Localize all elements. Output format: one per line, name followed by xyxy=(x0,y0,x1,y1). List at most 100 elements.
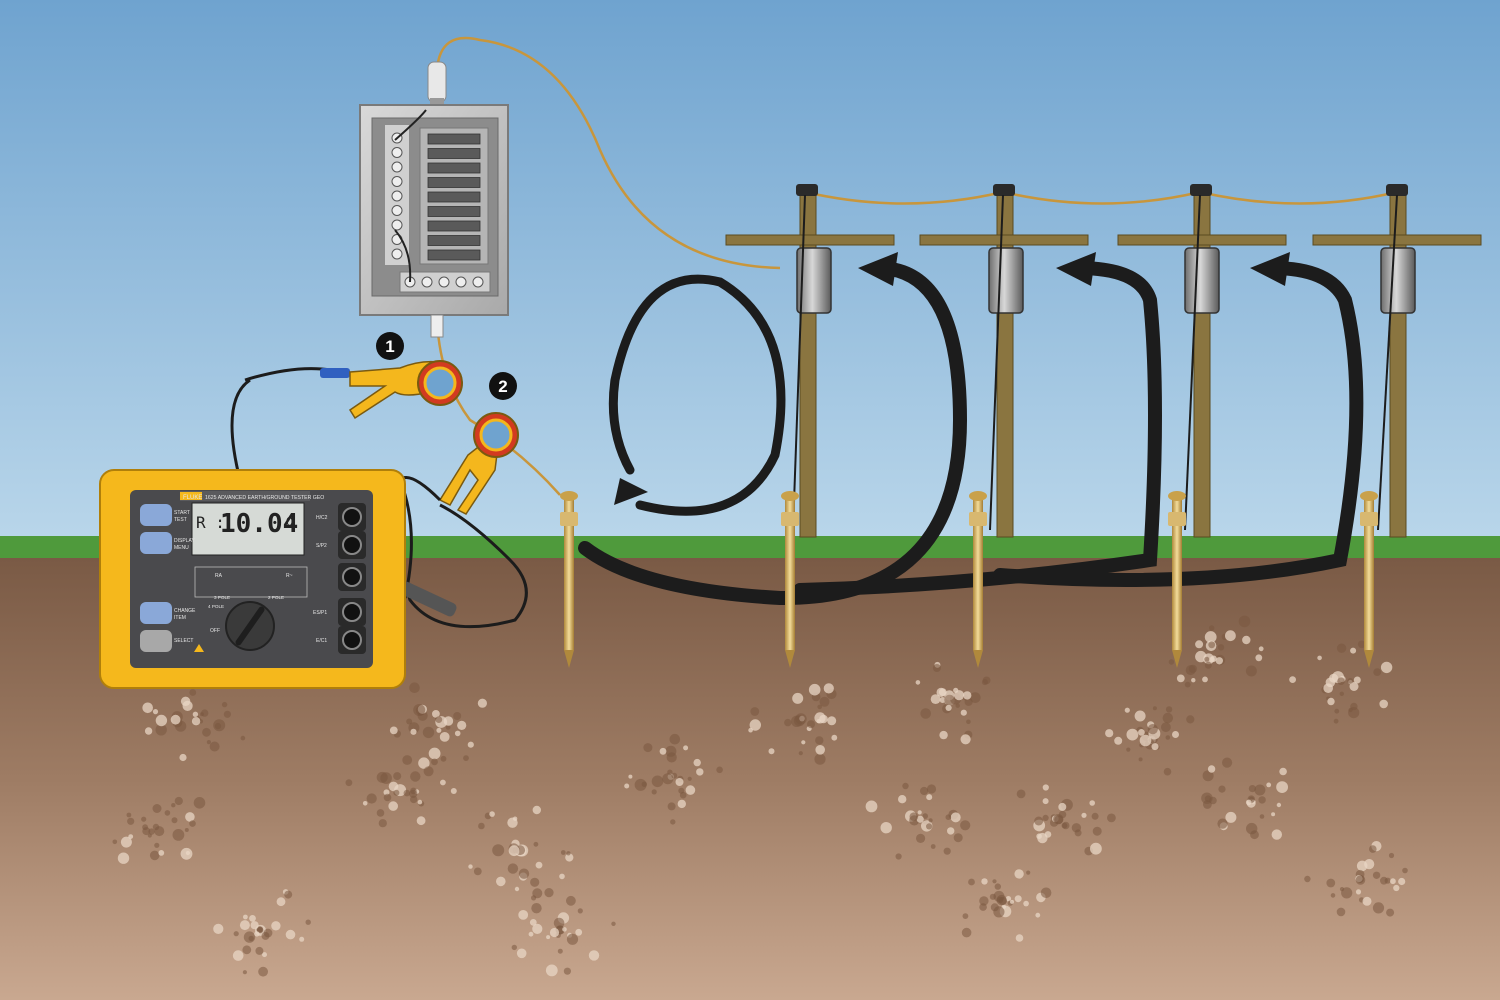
soil-speckle xyxy=(189,689,197,696)
terminal-screw xyxy=(391,190,403,202)
soil-speckle xyxy=(716,766,723,774)
jack-s-p2[interactable] xyxy=(342,535,362,555)
arrow-head-pole-2 xyxy=(1056,252,1096,286)
jack-es-p1[interactable] xyxy=(342,602,362,622)
soil-speckle xyxy=(223,710,231,718)
soil-speckle xyxy=(1186,715,1195,724)
soil-speckle xyxy=(489,811,495,817)
soil-speckle xyxy=(206,740,211,745)
soil-speckle xyxy=(409,789,418,799)
select-button[interactable] xyxy=(140,630,172,652)
soil-speckle xyxy=(112,839,118,845)
soil-speckle xyxy=(1373,668,1382,676)
mode-off: OFF xyxy=(210,628,220,634)
terminal-screw xyxy=(391,219,403,231)
soil-speckle xyxy=(801,740,806,745)
soil-speckle xyxy=(1356,860,1368,872)
soil-speckle xyxy=(1034,816,1044,826)
soil-speckle xyxy=(531,903,542,914)
soil-speckle xyxy=(477,698,487,708)
soil-speckle xyxy=(1369,845,1377,853)
soil-speckle xyxy=(436,727,442,733)
soil-speckle xyxy=(750,707,760,716)
soil-speckle xyxy=(1242,635,1251,645)
soil-speckle xyxy=(559,873,565,880)
input-jacks: H/C2 S/P2 ES/P1 E/C1 xyxy=(313,503,366,654)
soil-speckle xyxy=(588,950,600,961)
soil-speckle xyxy=(1353,676,1361,684)
callout-1: 1 xyxy=(376,332,404,360)
soil-speckle xyxy=(1255,654,1263,662)
soil-speckle xyxy=(962,913,969,919)
soil-speckle xyxy=(920,786,929,796)
jack-clamp[interactable] xyxy=(342,567,362,587)
circuit-breaker xyxy=(427,191,481,203)
soil-speckle xyxy=(943,847,951,855)
panel-terminal-screws xyxy=(391,132,403,260)
jack-es-p1-label: ES/P1 xyxy=(313,610,327,616)
soil-speckle xyxy=(557,948,563,954)
start-test-button[interactable] xyxy=(140,504,172,526)
soil-speckles xyxy=(112,615,1408,977)
mode-ra: RA xyxy=(215,573,223,579)
meter-brand: FLUKE xyxy=(183,495,202,501)
soil-speckle xyxy=(1139,734,1152,747)
soil-speckle xyxy=(1380,661,1393,674)
soil-speckle xyxy=(516,948,527,959)
soil-speckle xyxy=(1042,814,1049,822)
soil-speckle xyxy=(262,952,267,958)
soil-speckle xyxy=(1053,814,1064,825)
circuit-breaker xyxy=(427,133,481,145)
soil-speckle xyxy=(670,819,676,825)
soil-speckle xyxy=(1005,896,1012,902)
change-item-button[interactable] xyxy=(140,602,172,624)
display-menu-button[interactable] xyxy=(140,532,172,554)
soil-speckle xyxy=(553,917,565,929)
soil-speckle xyxy=(1334,708,1340,714)
soil-speckle xyxy=(1336,643,1347,653)
soil-speckle xyxy=(1217,818,1228,829)
display-menu-label-2: MENU xyxy=(174,545,189,551)
soil-speckle xyxy=(120,836,132,848)
lcd-display xyxy=(191,502,305,556)
soil-speckle xyxy=(651,775,664,788)
soil-speckle xyxy=(1390,878,1396,885)
soil-speckle xyxy=(443,716,454,726)
soil-speckle xyxy=(545,964,558,977)
soil-speckle xyxy=(880,822,892,834)
soil-speckle xyxy=(1393,884,1400,892)
soil-speckle xyxy=(388,801,399,811)
soil-speckle xyxy=(549,927,560,938)
soil-speckle xyxy=(917,810,922,815)
terminal-screw xyxy=(391,205,403,216)
soil-speckle xyxy=(546,935,551,940)
soil-speckle xyxy=(496,876,506,887)
soil-speckle xyxy=(1138,729,1145,736)
soil-speckle xyxy=(1289,676,1296,683)
soil-speckle xyxy=(1042,784,1049,791)
soil-speckle xyxy=(909,812,919,821)
soil-speckle xyxy=(562,927,567,932)
pole-4 xyxy=(1312,184,1482,538)
soil-speckle xyxy=(532,805,541,815)
terminal-screw xyxy=(438,276,450,288)
jack-e-c1[interactable] xyxy=(342,630,362,650)
soil-speckle xyxy=(1015,934,1024,942)
soil-speckle xyxy=(533,841,539,847)
jack-h-c2[interactable] xyxy=(342,507,362,527)
soil-speckle xyxy=(117,852,130,864)
soil-speckle xyxy=(1040,887,1052,899)
soil-speckle xyxy=(193,797,206,809)
soil-speckle xyxy=(1326,878,1336,888)
soil-speckle xyxy=(819,714,828,724)
mode-r-tilde: R~ xyxy=(286,573,293,579)
soil-speckle xyxy=(213,719,226,732)
soil-speckle xyxy=(514,886,520,892)
soil-speckle xyxy=(172,829,185,841)
soil-speckle xyxy=(1105,729,1114,738)
soil-speckle xyxy=(152,804,162,813)
soil-speckle xyxy=(171,817,178,824)
change-item-label-2: ITEM xyxy=(174,615,186,621)
soil-speckle xyxy=(1276,802,1282,808)
soil-speckle xyxy=(1058,802,1067,811)
